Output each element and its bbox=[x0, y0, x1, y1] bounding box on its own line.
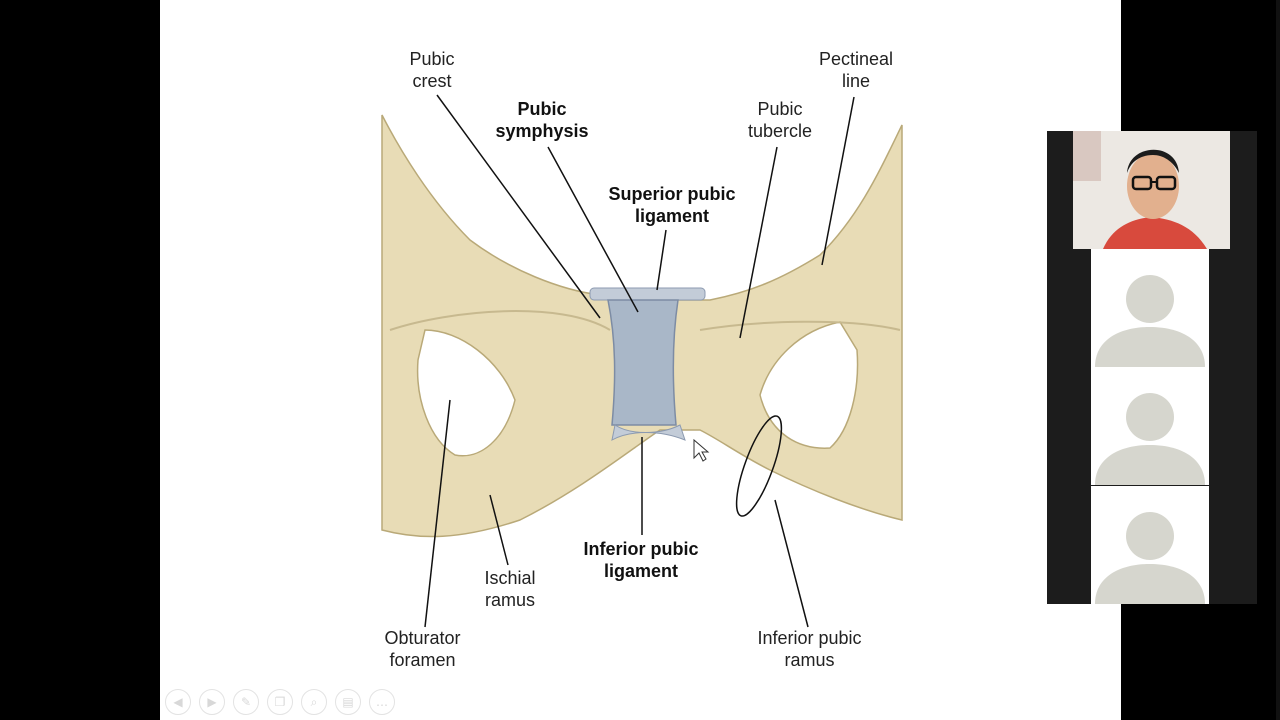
presentation-slide: Pubic crest Pubic symphysis Superior pub… bbox=[160, 0, 1121, 720]
label-superior-pubic-ligament: Superior pubic ligament bbox=[608, 184, 736, 226]
speaker-avatar bbox=[1073, 131, 1230, 249]
screen-edge bbox=[1276, 0, 1280, 720]
obturator-foramen-left bbox=[416, 329, 516, 457]
label-inferior-pubic-ligament: Inferior pubic ligament bbox=[583, 539, 699, 581]
label-pubic-crest: Pubic crest bbox=[409, 49, 455, 91]
zoom-icon[interactable]: ⌕ bbox=[301, 689, 327, 715]
label-pubic-tubercle: Pubic tubercle bbox=[747, 99, 813, 141]
pelvis-illustration bbox=[381, 94, 903, 628]
copy-icon[interactable]: ❐ bbox=[267, 689, 293, 715]
user-avatar-icon bbox=[1095, 512, 1205, 604]
participant-tile[interactable] bbox=[1091, 486, 1209, 604]
previous-icon[interactable]: ◀ bbox=[165, 689, 191, 715]
user-avatar-icon bbox=[1095, 393, 1205, 485]
label-pubic-symphysis: Pubic symphysis bbox=[495, 99, 589, 141]
label-inferior-pubic-ramus: Inferior pubic ramus bbox=[757, 628, 862, 670]
participant-tile[interactable] bbox=[1091, 249, 1209, 367]
pubic-symphysis-disc bbox=[607, 299, 679, 426]
superior-pubic-ligament-shape bbox=[589, 287, 706, 301]
user-avatar-icon bbox=[1095, 275, 1205, 367]
more-icon[interactable]: … bbox=[369, 689, 395, 715]
participant-tile[interactable] bbox=[1091, 367, 1209, 485]
obturator-foramen-right bbox=[759, 321, 859, 449]
mouse-cursor-icon bbox=[693, 438, 710, 462]
window-background bbox=[1121, 0, 1280, 131]
slideshow-toolbar: ◀ ▶ ✎ ❐ ⌕ ▤ … bbox=[165, 686, 395, 718]
label-obturator-foramen: Obturator foramen bbox=[384, 628, 461, 670]
inferior-pubic-ligament-shape bbox=[611, 424, 686, 441]
participants-panel bbox=[1047, 131, 1257, 604]
next-icon[interactable]: ▶ bbox=[199, 689, 225, 715]
slides-icon[interactable]: ▤ bbox=[335, 689, 361, 715]
label-ischial-ramus: Ischial ramus bbox=[484, 568, 536, 610]
label-pectineal-line: Pectineal line bbox=[818, 49, 894, 91]
pen-icon[interactable]: ✎ bbox=[233, 689, 259, 715]
active-speaker-video[interactable] bbox=[1073, 131, 1230, 249]
